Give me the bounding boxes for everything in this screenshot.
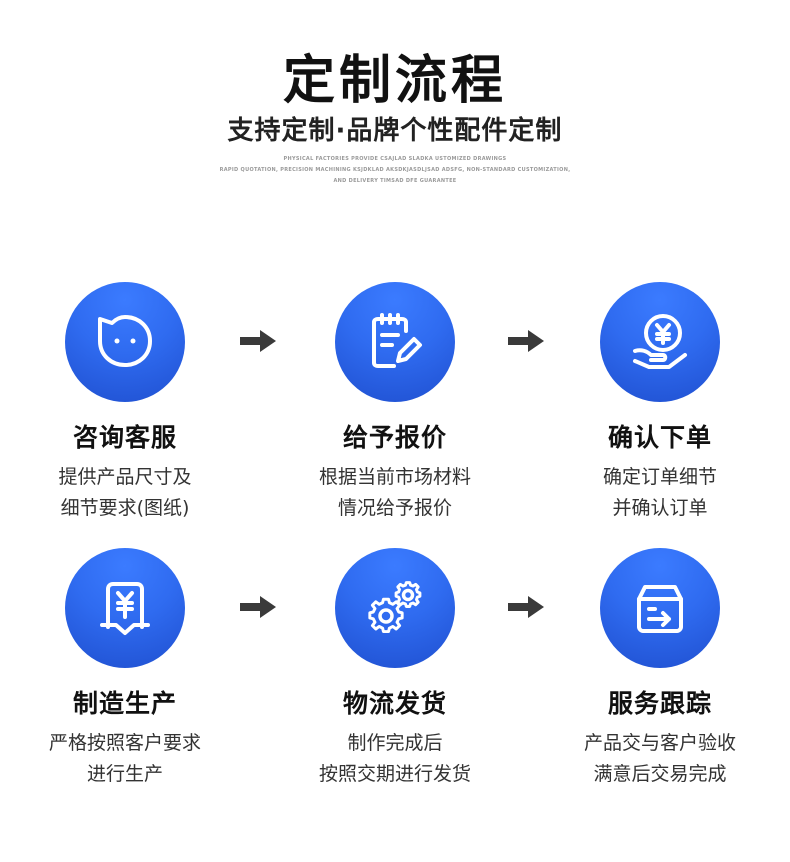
arrow-right-icon [240,596,276,618]
step-description: 确定订单细节 并确认订单 [545,462,775,524]
step-title: 给予报价 [342,423,447,452]
step-consult: 咨询客服 提供产品尺寸及 细节要求(图纸) [10,282,240,524]
step-icon-circle [335,548,455,668]
step-description: 严格按照客户要求 进行生产 [10,728,240,790]
step-description: 产品交与客户验收 满意后交易完成 [545,728,775,790]
gears-icon [368,581,422,634]
step-description: 制作完成后 按照交期进行发货 [280,728,510,790]
yuan-coin-hand-icon [633,314,687,369]
step-icon-circle [65,548,185,668]
delivery-box-icon [637,585,683,633]
step-description-line: 根据当前市场材料 [318,466,471,488]
step-service-tracking: 服务跟踪 产品交与客户验收 满意后交易完成 [545,548,775,790]
step-description-line: 制作完成后 [347,732,443,754]
step-description: 根据当前市场材料 情况给予报价 [280,462,510,524]
step-description-line: 确定订单细节 [602,466,717,488]
step-title: 咨询客服 [72,423,177,452]
step-icon-circle [600,282,720,402]
step-description-line: 细节要求(图纸) [60,497,190,519]
step-title: 确认下单 [607,423,712,452]
step-description-line: 满意后交易完成 [593,763,727,785]
step-description-line: 进行生产 [86,763,163,785]
step-manufacture: 制造生产 严格按照客户要求 进行生产 [10,548,240,790]
step-title: 制造生产 [72,689,177,718]
step-title: 物流发货 [342,689,447,718]
step-icon-circle [335,282,455,402]
step-description-line: 严格按照客户要求 [48,732,201,754]
step-icon-circle [65,282,185,402]
english-caption-line: AND DELIVERY TIMSAD DFE GUARANTEE [333,178,457,184]
english-caption-line: PHYSICAL FACTORIES PROVIDE CSAJLAD SLADK… [283,156,507,162]
step-description-line: 提供产品尺寸及 [58,466,192,488]
page-subtitle: 支持定制·品牌个性配件定制 [227,116,563,146]
step-icon-circle [600,548,720,668]
yuan-document-icon [100,582,150,635]
step-title: 服务跟踪 [607,689,712,718]
english-caption-line: RAPID QUOTATION, PRECISION MACHINING KSJ… [219,167,571,173]
step-description-line: 情况给予报价 [337,497,452,519]
step-description-line: 产品交与客户验收 [583,732,736,754]
english-caption: PHYSICAL FACTORIES PROVIDE CSAJLAD SLADK… [0,154,790,187]
arrow-right-icon [508,596,544,618]
step-description-line: 按照交期进行发货 [318,763,471,785]
quote-notepad-icon [372,313,422,368]
step-quote: 给予报价 根据当前市场材料 情况给予报价 [280,282,510,524]
step-description: 提供产品尺寸及 细节要求(图纸) [10,462,240,524]
arrow-right-icon [508,330,544,352]
step-shipping: 物流发货 制作完成后 按照交期进行发货 [280,548,510,790]
chat-bubble-icon [98,315,152,367]
arrow-right-icon [240,330,276,352]
page-title: 定制流程 [282,51,507,111]
step-description-line: 并确认订单 [612,497,708,519]
step-confirm-order: 确认下单 确定订单细节 并确认订单 [545,282,775,524]
